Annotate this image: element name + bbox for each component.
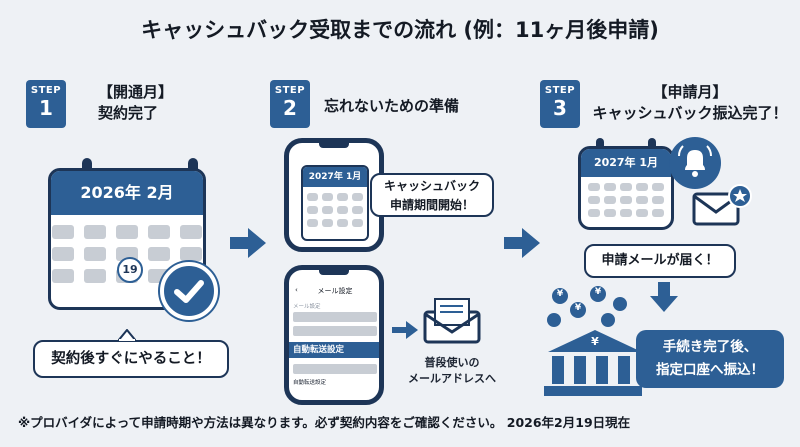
back-chevron-icon[interactable]: ‹ bbox=[295, 286, 298, 294]
mail-caption-line2: メールアドレスへ bbox=[408, 372, 496, 385]
highlight-day-marker: 19 bbox=[117, 257, 143, 283]
step1-badge-number: 1 bbox=[39, 96, 53, 120]
step2-badge-number: 2 bbox=[283, 96, 297, 120]
application-period-bubble: キャッシュバック 申請期間開始！ bbox=[370, 173, 494, 217]
yen-coin-icon: ¥ bbox=[594, 287, 602, 297]
forward-arrow-icon bbox=[392, 321, 418, 339]
step2-heading: 忘れないための準備 bbox=[324, 97, 460, 115]
step3-badge-number: 3 bbox=[553, 96, 567, 120]
page-title: キャッシュバック受取までの流れ (例：11ヶ月後申請) bbox=[141, 18, 659, 42]
settings-row[interactable]: 自動転送設定 bbox=[293, 380, 327, 386]
settings-header: ‹ メール設定 bbox=[293, 286, 377, 296]
bell-icon bbox=[669, 137, 721, 189]
transfer-complete-callout: 手続き完了後、 指定口座へ振込！ bbox=[636, 330, 784, 388]
final-line1: 手続き完了後、 bbox=[662, 339, 758, 355]
phone-mail-settings: ‹ メール設定 メール設定 自動転送設定 自動転送設定 bbox=[284, 265, 384, 405]
flow-arrow-icon bbox=[230, 228, 266, 258]
mail-caption: 普段使いの メールアドレスへ bbox=[402, 355, 502, 387]
settings-title: メール設定 bbox=[317, 287, 353, 295]
application-calendar: 2027年 1月 bbox=[578, 146, 674, 230]
auto-forward-setting[interactable]: 自動転送設定 bbox=[289, 342, 379, 358]
yen-coin-icon: ¥ bbox=[556, 289, 564, 299]
check-icon bbox=[160, 262, 218, 320]
final-line2: 指定口座へ振込！ bbox=[656, 362, 764, 378]
step3-badge: STEP 3 bbox=[540, 80, 580, 128]
yen-coin-icon: ¥ bbox=[591, 335, 599, 348]
footer-note: ※プロバイダによって申請時期や方法は異なります。必ず契約内容をご確認ください。 … bbox=[18, 415, 631, 430]
mail-notification-icon bbox=[692, 184, 752, 226]
mail-caption-line1: 普段使いの bbox=[424, 356, 480, 369]
down-arrow-icon bbox=[650, 282, 678, 312]
flow-arrow-icon bbox=[504, 228, 540, 258]
phone-calendar-widget: 2027年 1月 bbox=[301, 165, 369, 241]
step1-heading-line1: 【開通月】 bbox=[98, 83, 174, 101]
settings-row[interactable] bbox=[293, 326, 377, 336]
step3-badge-label: STEP bbox=[544, 85, 576, 96]
bubble-line1: キャッシュバック bbox=[383, 179, 480, 193]
step1-badge: STEP 1 bbox=[26, 80, 66, 128]
step3-heading-line1: 【申請月】 bbox=[652, 83, 728, 101]
phone-calendar: 2027年 1月 bbox=[284, 138, 384, 252]
step1-heading-line2: 契約完了 bbox=[98, 104, 159, 122]
step2-badge: STEP 2 bbox=[270, 80, 310, 128]
yen-coin-icon: ¥ bbox=[574, 303, 582, 313]
step1-callout: 契約後すぐにやること！ bbox=[33, 340, 229, 378]
settings-row[interactable]: メール設定 bbox=[293, 304, 321, 310]
contract-calendar-month: 2026年 2月 bbox=[51, 171, 203, 215]
step1-heading: 【開通月】 契約完了 bbox=[98, 82, 173, 124]
callout-pointer bbox=[118, 329, 136, 341]
application-mail-callout: 申請メールが届く！ bbox=[584, 244, 736, 278]
step1-badge-label: STEP bbox=[30, 85, 62, 96]
bank-icon bbox=[544, 286, 642, 396]
step2-badge-label: STEP bbox=[274, 85, 306, 96]
step3-heading-line2: キャッシュバック振込完了！ bbox=[592, 104, 788, 122]
bubble-line2: 申請期間開始！ bbox=[389, 198, 474, 212]
application-calendar-month: 2027年 1月 bbox=[581, 149, 671, 177]
step3-heading: 【申請月】 キャッシュバック振込完了！ bbox=[590, 82, 790, 124]
phone-calendar-month: 2027年 1月 bbox=[303, 167, 367, 187]
settings-row[interactable] bbox=[293, 364, 377, 374]
settings-row[interactable] bbox=[293, 312, 377, 322]
envelope-icon bbox=[423, 298, 481, 344]
